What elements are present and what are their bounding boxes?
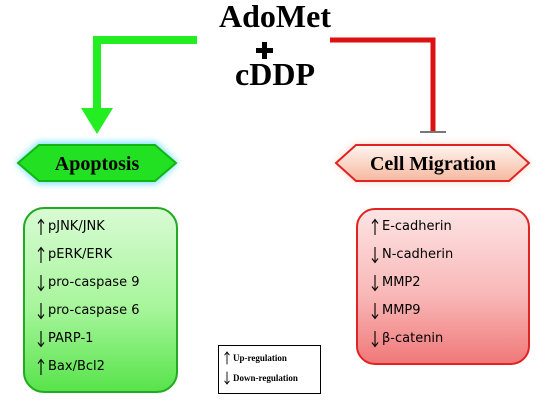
apoptosis-label: Apoptosis [54,153,140,175]
up-arrow-icon [370,218,380,236]
apoptosis-marker-item-label: PARP-1 [48,331,94,346]
down-arrow-icon [223,370,231,386]
plus-sign [256,42,273,59]
migration-marker-item-label: N-cadherin [382,247,454,262]
apoptosis-activation-connector [81,36,197,134]
apoptosis-markers-box [23,207,178,393]
down-arrow-icon [370,330,380,348]
migration-marker-item-label: E-cadherin [382,219,452,234]
migration-marker-item-label: MMP9 [382,303,421,318]
apoptosis-marker-item: pro-caspase 6 [36,302,139,320]
legend-item-label: Down-regulation [233,373,298,383]
apoptosis-node [16,142,178,184]
legend-item: Down-regulation [223,370,298,386]
apoptosis-marker-item-label: pJNK/JNK [48,219,105,234]
down-arrow-icon [370,274,380,292]
apoptosis-marker-item-label: pro-caspase 9 [48,275,140,290]
down-arrow-icon [370,302,380,320]
migration-marker-item: β-catenin [370,330,443,348]
down-arrow-icon [36,274,46,292]
migration-marker-item-label: β-catenin [382,331,444,346]
apoptosis-marker-item: pERK/ERK [36,246,112,264]
apoptosis-marker-item: pJNK/JNK [36,218,105,236]
migration-marker-item: MMP9 [370,302,421,320]
cell-migration-label: Cell Migration [369,153,497,175]
migration-marker-item: E-cadherin [370,218,452,236]
apoptosis-marker-item-label: Bax/Bcl2 [48,359,105,374]
up-arrow-icon [36,246,46,264]
legend-item: Up-regulation [223,350,287,366]
legend-item-label: Up-regulation [233,353,287,363]
apoptosis-marker-item: Bax/Bcl2 [36,358,105,376]
apoptosis-marker-item-label: pERK/ERK [48,247,113,262]
title-cddp: cDDP [235,56,315,92]
migration-marker-item-label: MMP2 [382,275,421,290]
down-arrow-icon [36,330,46,348]
migration-markers-box [356,208,530,365]
title-adomet: AdoMet [219,0,331,34]
up-arrow-icon [223,350,231,366]
apoptosis-marker-item: pro-caspase 9 [36,274,139,292]
migration-inhibition-connector [330,37,446,133]
down-arrow-icon [370,246,380,264]
cell-migration-node [334,143,531,183]
apoptosis-marker-item: PARP-1 [36,330,93,348]
migration-marker-item: MMP2 [370,274,421,292]
up-arrow-icon [36,218,46,236]
down-arrow-icon [36,302,46,320]
migration-marker-item: N-cadherin [370,246,453,264]
apoptosis-marker-item-label: pro-caspase 6 [48,303,140,318]
up-arrow-icon [36,358,46,376]
